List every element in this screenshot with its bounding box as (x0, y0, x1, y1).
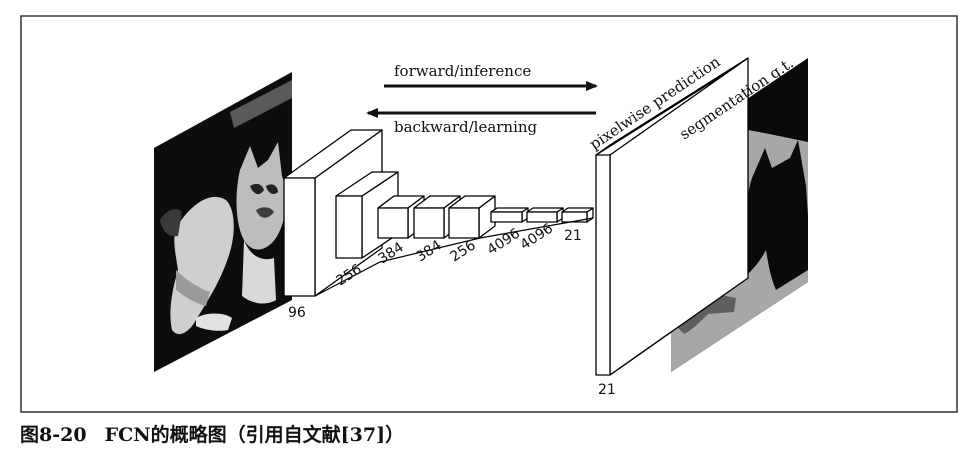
figure-title: FCN的概略图（引用自文献[37]） (105, 424, 404, 446)
layer-label: 21 (564, 228, 582, 244)
forward-label: forward/inference (394, 62, 531, 80)
figure-number: 图8-20 (20, 424, 87, 446)
conv-layer-256b (449, 196, 495, 238)
layer-label: 96 (288, 305, 306, 321)
fc-layer-4096a (491, 208, 528, 222)
fc-layer-21 (562, 208, 593, 222)
backward-label: backward/learning (394, 118, 538, 136)
output-depth-label: 21 (598, 382, 616, 398)
layer-label: 256 (447, 237, 478, 265)
layer-label: 384 (413, 237, 444, 265)
fc-layer-4096b (527, 208, 563, 222)
input-image (154, 72, 292, 372)
layer-label: 4096 (517, 220, 556, 253)
layer-label: 4096 (484, 225, 523, 258)
figure-caption: 图8-20 FCN的概略图（引用自文献[37]） (20, 420, 404, 447)
